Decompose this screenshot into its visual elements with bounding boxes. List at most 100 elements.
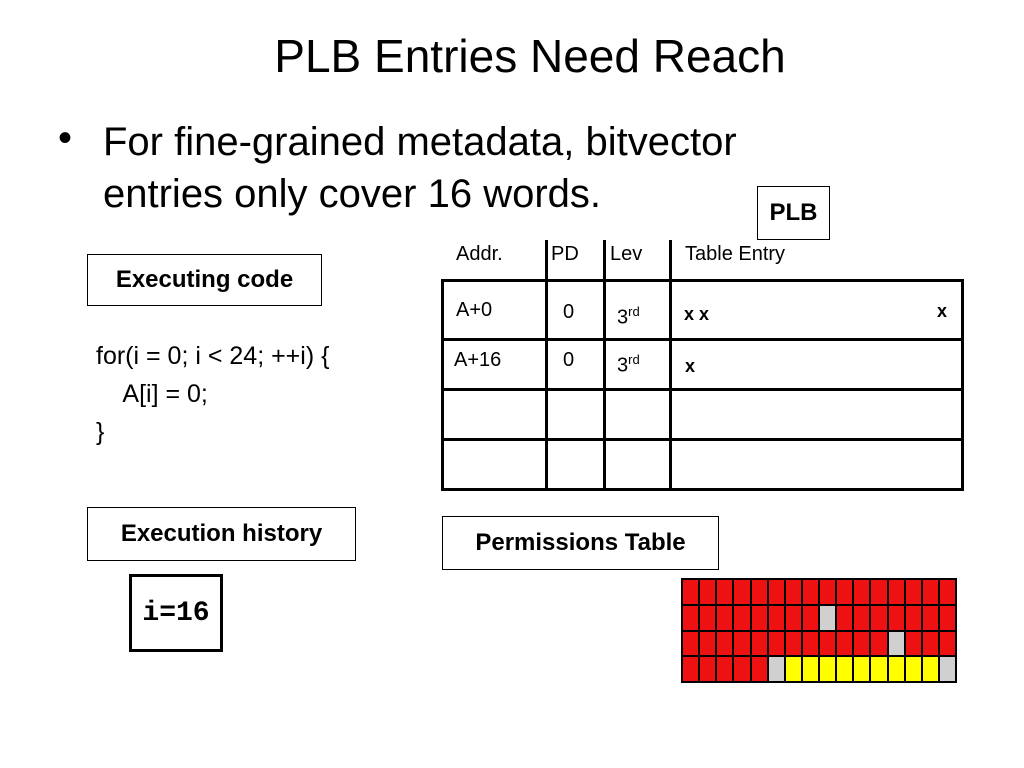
- executing-code-label: Executing code: [87, 254, 322, 306]
- permission-cell: [854, 631, 870, 656]
- permission-cell: [700, 605, 716, 630]
- permission-cell: [837, 657, 853, 681]
- header-separator: [603, 240, 606, 280]
- bullet-text: For fine-grained metadata, bitvector ent…: [103, 120, 737, 216]
- table-row-divider: [441, 388, 964, 391]
- permission-cell: [837, 580, 853, 604]
- row-1-addr: A+0: [456, 299, 493, 321]
- code-line-1: for(i = 0; i < 24; ++i) {: [96, 342, 330, 370]
- permission-cell: [683, 657, 699, 681]
- permission-cell: [751, 657, 767, 681]
- permission-cell: [888, 605, 904, 630]
- permission-cell: [939, 580, 955, 604]
- permission-cell: [751, 580, 767, 604]
- permission-cell: [785, 580, 801, 604]
- row-2-entry-bits: x: [685, 356, 696, 376]
- table-col-divider: [603, 279, 606, 491]
- header-lev: Lev: [610, 243, 643, 265]
- permission-cell: [905, 657, 921, 681]
- permission-cell: [905, 631, 921, 656]
- permission-cell: [785, 605, 801, 630]
- permission-cell: [785, 657, 801, 681]
- permission-cell: [768, 631, 784, 656]
- plb-label: PLB: [757, 186, 830, 240]
- permission-cell: [734, 605, 750, 630]
- permission-cell: [905, 580, 921, 604]
- permission-cell: [820, 605, 836, 630]
- permission-cell: [922, 605, 938, 630]
- permission-cell: [700, 580, 716, 604]
- row-2-pd: 0: [563, 349, 575, 371]
- table-row-divider: [441, 438, 964, 441]
- permission-cell: [871, 605, 887, 630]
- permission-cell: [939, 657, 955, 681]
- permission-cell: [837, 605, 853, 630]
- permission-cell: [717, 605, 733, 630]
- permission-cell: [751, 631, 767, 656]
- permission-cell: [820, 580, 836, 604]
- code-block: for(i = 0; i < 24; ++i) { A[i] = 0;}: [96, 337, 329, 451]
- permission-cell: [768, 657, 784, 681]
- permission-cell: [717, 580, 733, 604]
- permission-cell: [802, 580, 818, 604]
- permission-cell: [837, 631, 853, 656]
- permissions-table-label: Permissions Table: [442, 516, 719, 570]
- permission-cell: [717, 631, 733, 656]
- permission-cell: [717, 657, 733, 681]
- history-counter: i=16: [129, 574, 223, 652]
- permission-cell: [871, 631, 887, 656]
- code-line-3: }: [96, 418, 105, 446]
- table-col-divider: [669, 279, 672, 491]
- permission-cell: [820, 631, 836, 656]
- permission-cell: [922, 631, 938, 656]
- permission-cell: [871, 657, 887, 681]
- permission-cell: [768, 580, 784, 604]
- permission-cell: [802, 631, 818, 656]
- header-separator: [545, 240, 548, 280]
- bullet-dot: •: [58, 116, 73, 160]
- permission-cell: [888, 580, 904, 604]
- permission-cell: [854, 605, 870, 630]
- code-line-2: A[i] = 0;: [96, 380, 208, 408]
- permission-cell: [888, 657, 904, 681]
- permission-cell: [939, 631, 955, 656]
- permission-cell: [785, 631, 801, 656]
- permission-cell: [939, 605, 955, 630]
- permission-cell: [683, 580, 699, 604]
- permission-cell: [802, 657, 818, 681]
- permission-cell: [700, 631, 716, 656]
- permission-cell: [700, 657, 716, 681]
- permission-cell: [854, 580, 870, 604]
- permission-cell: [905, 605, 921, 630]
- header-pd: PD: [551, 243, 579, 265]
- plb-table: [441, 279, 964, 491]
- permission-cell: [854, 657, 870, 681]
- row-2-lev: 3rd: [617, 352, 640, 377]
- permission-cell: [734, 657, 750, 681]
- row-1-entry-bits: x x: [684, 304, 710, 324]
- permission-cell: [734, 631, 750, 656]
- header-table-entry: Table Entry: [685, 243, 786, 265]
- execution-history-label: Execution history: [87, 507, 356, 561]
- row-2-addr: A+16: [454, 349, 502, 371]
- table-row-divider: [441, 338, 964, 341]
- header-separator: [669, 240, 672, 280]
- permission-cell: [683, 631, 699, 656]
- permission-cell: [922, 580, 938, 604]
- permission-cell: [768, 605, 784, 630]
- permission-cell: [683, 605, 699, 630]
- header-addr: Addr.: [456, 243, 503, 265]
- permission-cell: [820, 657, 836, 681]
- row-1-entry-last-bit: x: [937, 301, 948, 321]
- permission-cell: [871, 580, 887, 604]
- row-1-lev: 3rd: [617, 304, 640, 329]
- permission-cell: [734, 580, 750, 604]
- permission-cell: [751, 605, 767, 630]
- row-1-pd: 0: [563, 301, 575, 323]
- permission-cell: [888, 631, 904, 656]
- permissions-grid: [681, 578, 957, 683]
- table-col-divider: [545, 279, 548, 491]
- slide-title: PLB Entries Need Reach: [274, 30, 786, 82]
- permission-cell: [802, 605, 818, 630]
- permission-cell: [922, 657, 938, 681]
